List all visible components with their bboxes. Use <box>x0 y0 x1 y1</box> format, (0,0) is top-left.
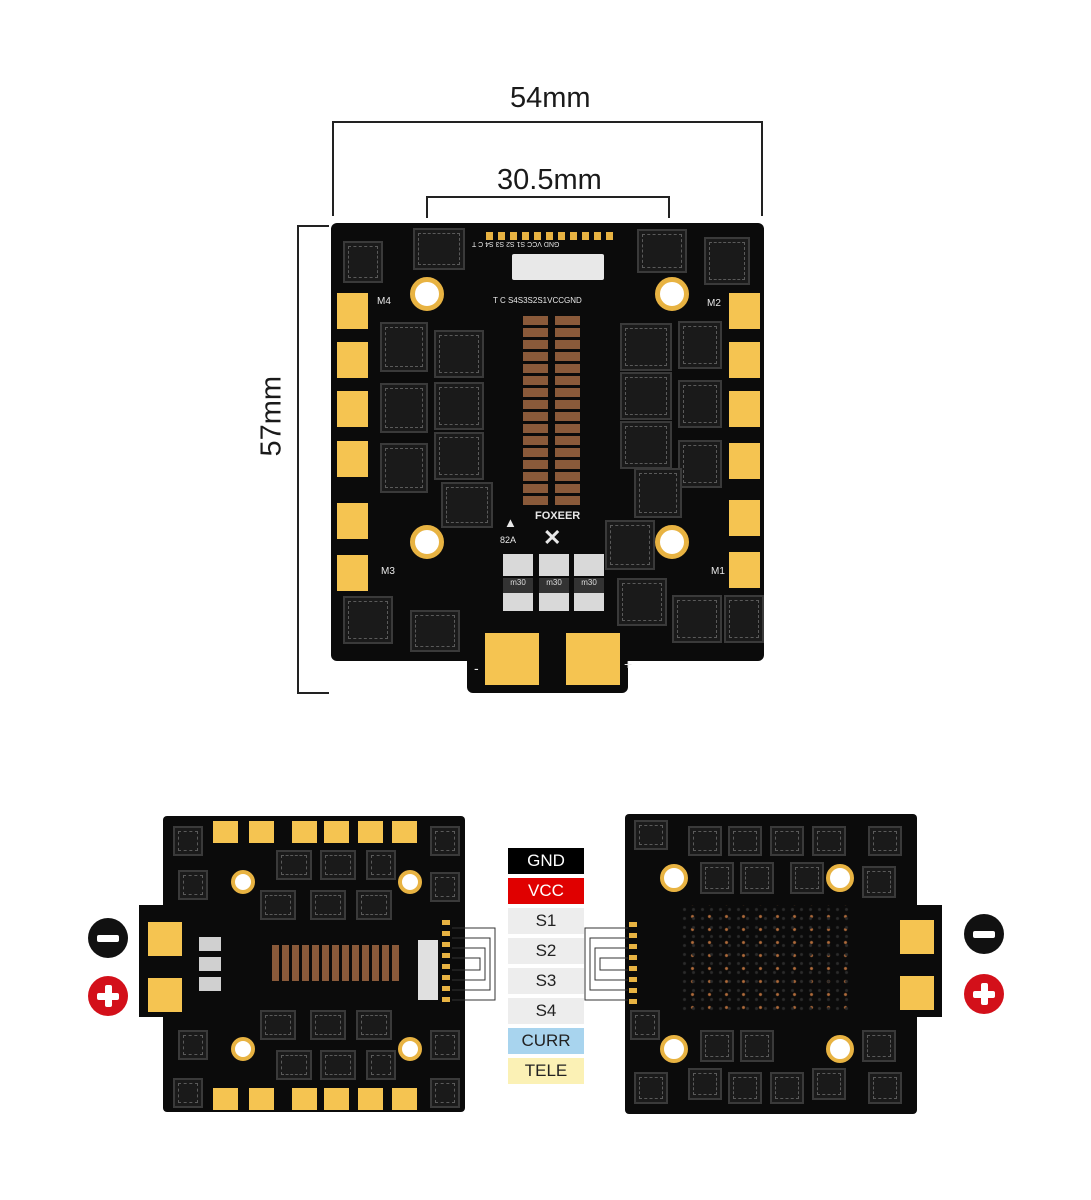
motor-pad <box>337 391 368 427</box>
signal-connector <box>418 940 438 1000</box>
mosfet-chip <box>620 323 672 371</box>
mosfet-chip <box>410 610 460 652</box>
mosfet-chip <box>380 322 428 372</box>
mosfet-chip <box>380 443 428 493</box>
legend-s3: S3 <box>508 968 584 994</box>
mosfet-chip <box>637 229 687 273</box>
mounting-hole <box>410 277 444 311</box>
mounting-hole <box>655 525 689 559</box>
mosfet-chip <box>617 578 667 626</box>
mosfet-chip <box>413 228 465 270</box>
motor-pad <box>729 552 760 588</box>
mounting-hole <box>826 864 854 892</box>
motor-pad <box>729 391 760 427</box>
legend-s2: S2 <box>508 938 584 964</box>
negative-icon <box>88 918 128 958</box>
mosfet-chip <box>434 330 484 378</box>
mounting-hole <box>398 870 422 894</box>
width-line <box>332 121 763 123</box>
brand-label: FOXEER <box>535 510 581 522</box>
mosfet-chip <box>434 382 484 430</box>
mounting-hole <box>231 870 255 894</box>
wire-lines <box>452 927 628 1001</box>
mounting-hole <box>655 277 689 311</box>
legend-curr: CURR <box>508 1028 584 1054</box>
foxeer-logo-icon: ✕ <box>543 525 562 550</box>
mosfet-chip <box>380 383 428 433</box>
motor-label-m1: M1 <box>711 566 725 577</box>
mosfet-chip <box>634 468 682 518</box>
mosfet-chip <box>678 380 722 428</box>
motor-label-m3: M3 <box>381 566 395 577</box>
motor-pad <box>337 503 368 539</box>
motor-pad <box>337 441 368 477</box>
mosfet-chip <box>620 421 672 469</box>
positive-power-pad <box>566 633 620 685</box>
legend-tele: TELE <box>508 1058 584 1084</box>
legend-vcc: VCC <box>508 878 584 904</box>
mcu-area <box>680 905 850 1015</box>
mosfet-chip <box>434 432 484 480</box>
negative-power-pad <box>485 633 539 685</box>
mosfet-chip <box>704 237 750 285</box>
arrow-icon: ▲ <box>504 515 517 530</box>
mosfet-chip <box>724 595 764 643</box>
mount-label: 30.5mm <box>497 164 602 196</box>
mounting-hole <box>826 1035 854 1063</box>
motor-label-m2: M2 <box>707 298 721 309</box>
height-line <box>297 225 299 694</box>
positive-icon <box>964 974 1004 1014</box>
motor-pad <box>337 342 368 378</box>
motor-label-m4: M4 <box>377 296 391 307</box>
mosfet-chip <box>605 520 655 570</box>
mounting-hole <box>410 525 444 559</box>
connector-pins <box>486 232 614 240</box>
positive-power-pad <box>900 976 934 1010</box>
height-label: 57mm <box>255 375 288 457</box>
motor-pad <box>729 342 760 378</box>
legend-gnd: GND <box>508 848 584 874</box>
legend-s4: S4 <box>508 998 584 1024</box>
width-label: 54mm <box>510 82 591 114</box>
negative-power-pad <box>900 920 934 954</box>
positive-icon <box>88 976 128 1016</box>
shunt-resistor <box>574 554 604 576</box>
shunt-resistor <box>539 554 569 576</box>
mosfet-chip <box>441 482 493 528</box>
shunt-resistor <box>503 554 533 576</box>
mosfet-chip <box>672 595 722 643</box>
mosfet-chip <box>343 596 393 644</box>
legend-s1: S1 <box>508 908 584 934</box>
motor-pad <box>729 293 760 329</box>
mounting-hole <box>398 1037 422 1061</box>
mosfet-chip <box>343 241 383 283</box>
mounting-hole <box>660 864 688 892</box>
mount-line <box>426 196 670 198</box>
negative-power-pad <box>148 922 182 956</box>
motor-pad <box>337 555 368 591</box>
mosfet-chip <box>678 440 722 488</box>
mounting-hole <box>660 1035 688 1063</box>
motor-pad <box>337 293 368 329</box>
motor-pad <box>729 500 760 536</box>
positive-power-pad <box>148 978 182 1012</box>
mounting-hole <box>231 1037 255 1061</box>
mosfet-chip <box>678 321 722 369</box>
motor-pad <box>729 443 760 479</box>
signal-connector <box>512 254 604 280</box>
mosfet-chip <box>620 372 672 420</box>
rating-label: 82A <box>500 535 517 545</box>
negative-icon <box>964 914 1004 954</box>
